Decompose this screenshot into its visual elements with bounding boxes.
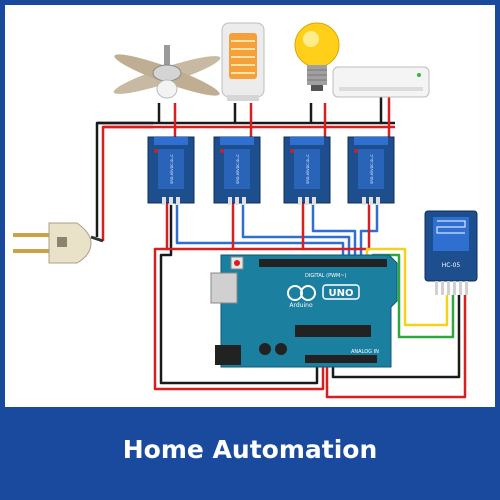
wire-relay2-ctrl (241, 203, 351, 263)
bluetooth-module-hc05: HC-05 (424, 210, 478, 295)
usb-port-icon (210, 272, 238, 304)
uno-logo-text: UNO (329, 288, 354, 299)
wire-relay1-ctrl (175, 203, 345, 263)
relay-module: SRD-05VDC-SL-C (213, 136, 261, 205)
wires (95, 97, 467, 399)
bt-pin (459, 281, 462, 295)
arduino-uno-board: DIGITAL (PWM~) UNO Arduino ANALOG IN (210, 254, 398, 368)
wire-plug-black (95, 121, 153, 237)
relay-label: SRD-05VDC-SL-C (236, 154, 240, 184)
air-conditioner-icon (332, 66, 430, 98)
power-analog-header (305, 355, 377, 363)
power-plug-icon (13, 222, 104, 264)
atmega-chip (295, 325, 371, 337)
bt-pin (441, 281, 444, 295)
arduino-logo-icon (287, 285, 316, 301)
heater-icon (221, 22, 265, 101)
relay-label: SRD-05VDC-SL-C (170, 154, 174, 184)
ceiling-fan-icon (113, 45, 221, 99)
diagram-canvas: SRD-05VDC-SL-C SRD-05VDC-SL-C SRD-05VDC-SL… (5, 5, 495, 407)
analog-label: ANALOG IN (351, 349, 379, 355)
wiring-diagram: SRD-05VDC-SL-C SRD-05VDC-SL-C SRD-05VDC-SL… (13, 22, 478, 399)
wire-relay-vcc (153, 203, 325, 391)
power-jack-icon (215, 345, 241, 365)
digital-header (259, 259, 387, 267)
digital-label: DIGITAL (PWM~) (305, 273, 347, 279)
caption-title: Home Automation (122, 435, 378, 464)
relay-label: SRD-05VDC-SL-C (306, 154, 310, 184)
wire-bt-yellow (365, 247, 449, 327)
wire-relay3-ctrl (311, 203, 357, 263)
bt-pin (435, 281, 438, 295)
relay-module: SRD-05VDC-SL-C (283, 136, 331, 205)
bt-pin (453, 281, 456, 295)
wire-plug-red (101, 125, 153, 241)
arduino-brand-text: Arduino (289, 302, 313, 309)
relay-module: SRD-05VDC-SL-C (347, 136, 395, 205)
bt-pin (465, 281, 468, 295)
relay-label: SRD-05VDC-SL-C (370, 154, 374, 184)
relay-modules: SRD-05VDC-SL-C SRD-05VDC-SL-C SRD-05VDC-SL… (147, 136, 395, 205)
wire-bt-red (325, 295, 467, 399)
light-bulb-icon (294, 22, 340, 91)
wire-relay-gnd (159, 203, 319, 385)
bt-label: HC-05 (442, 262, 461, 269)
relay-module: SRD-05VDC-SL-C (147, 136, 195, 205)
bt-pin (447, 281, 450, 295)
wire-bt-black (331, 295, 461, 379)
